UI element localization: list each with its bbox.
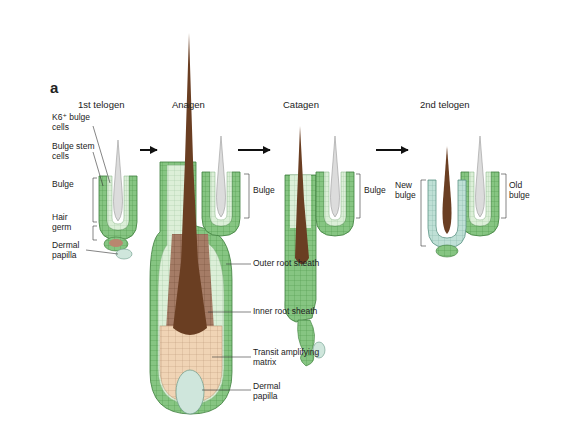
part-label: Bulge stem cells — [52, 142, 96, 161]
part-label: Old bulge — [509, 181, 535, 200]
part-label: Bulge — [364, 186, 386, 196]
old-bulge-structure — [461, 136, 499, 236]
leader-line — [93, 152, 103, 186]
leader-line — [93, 126, 110, 183]
club-hair — [443, 146, 452, 234]
part-label: Hair germ — [52, 213, 80, 232]
bracket — [93, 178, 97, 222]
leader-line — [202, 390, 251, 391]
stage-arrow — [238, 149, 270, 151]
leader-line — [208, 312, 251, 313]
stage-label: Catagen — [283, 99, 319, 110]
hair-germ-core — [109, 239, 123, 247]
bracket — [501, 174, 506, 218]
hair-germ-shape — [436, 245, 458, 257]
leader-line — [86, 250, 118, 254]
part-label: Inner root sheath — [253, 307, 343, 317]
stage-arrows — [140, 149, 408, 151]
bulge-structure — [202, 136, 240, 236]
leader-lines — [421, 174, 506, 246]
bulge-structure — [316, 136, 354, 236]
second-telogen-follicle — [428, 136, 499, 257]
stage-label: 1st telogen — [78, 99, 124, 110]
leader-line — [226, 264, 251, 265]
dermal-papilla-shape — [116, 249, 132, 259]
stage-arrow — [376, 149, 408, 151]
hair-shaft — [295, 126, 309, 264]
part-label: Dermal papilla — [52, 241, 86, 260]
part-label: Dermal papilla — [253, 382, 287, 401]
part-label: New bulge — [395, 181, 419, 200]
part-label: Bulge — [253, 186, 275, 196]
panel-letter: a — [50, 80, 58, 96]
leader-line — [212, 357, 251, 358]
stage-arrow — [140, 149, 157, 151]
stage-label: Anagen — [172, 99, 205, 110]
bracket — [244, 174, 249, 218]
bulge-structure — [99, 140, 137, 240]
dermal-papilla-shape — [176, 370, 204, 414]
leader-lines — [202, 174, 251, 390]
bracket — [356, 174, 360, 218]
leader-lines — [356, 174, 360, 218]
part-label: K6⁺ bulge cells — [52, 113, 96, 132]
bracket — [93, 226, 97, 240]
bracket — [421, 180, 426, 246]
catagen-follicle — [285, 126, 354, 366]
stage-label: 2nd telogen — [420, 99, 470, 110]
part-label: Transit amplifying matrix — [253, 348, 335, 367]
part-label: Bulge — [52, 180, 74, 190]
epithelial-strand — [298, 320, 315, 366]
part-label: Outer root sheath — [253, 259, 343, 269]
telogen-follicle — [99, 140, 137, 259]
